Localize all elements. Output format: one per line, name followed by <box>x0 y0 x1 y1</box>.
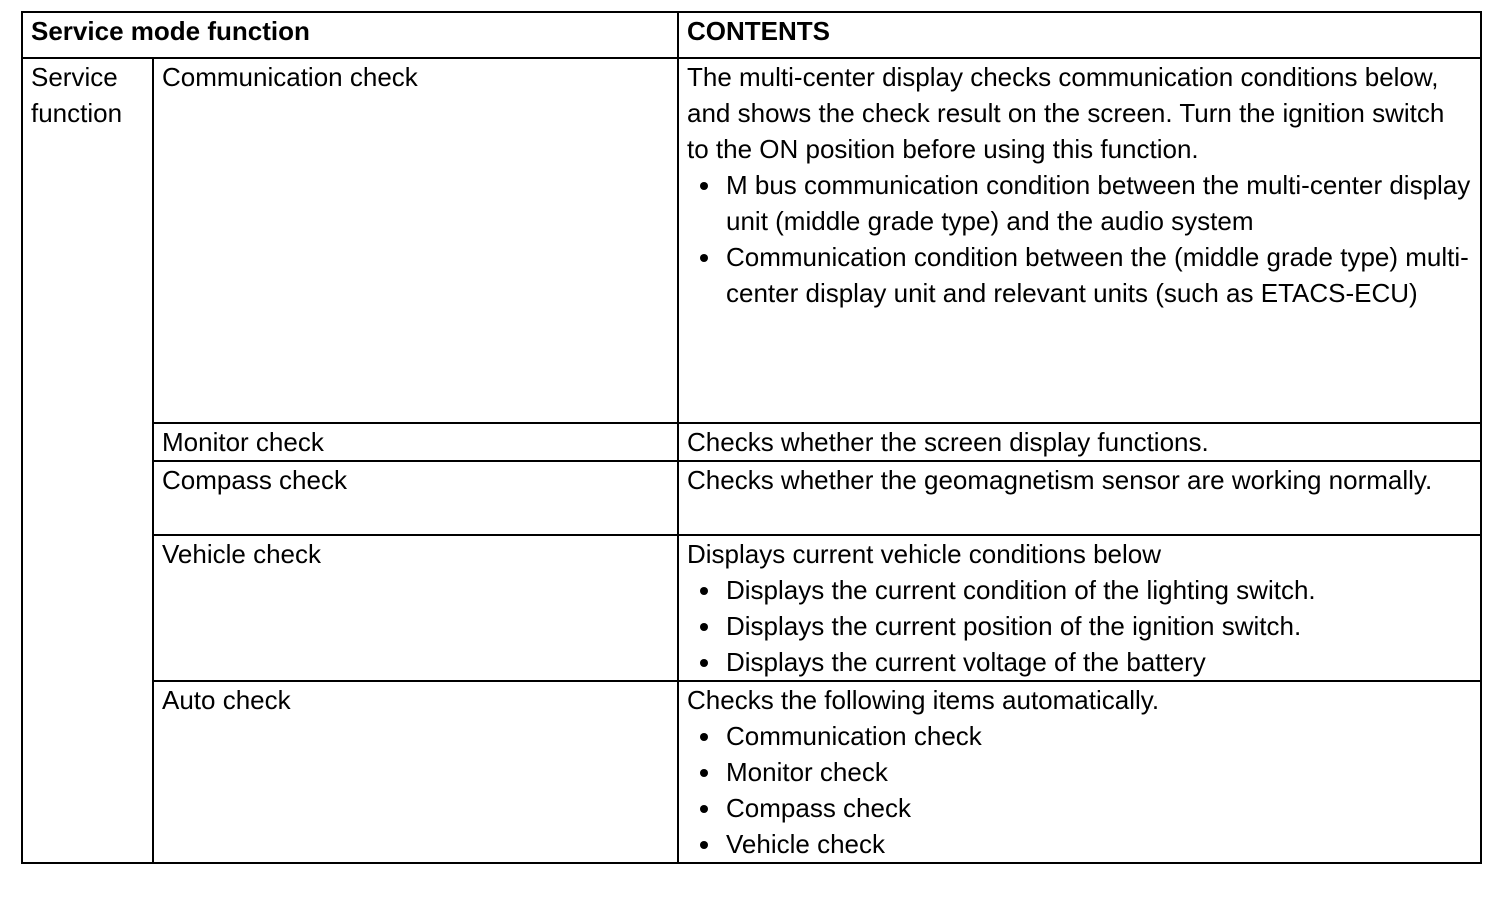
list-item: Displays the current position of the ign… <box>687 608 1472 644</box>
bullet-list: Displays the current condition of the li… <box>687 572 1472 680</box>
service-mode-table: Service mode function CONTENTS Service f… <box>21 11 1482 864</box>
function-name: Monitor check <box>152 422 679 462</box>
function-name: Compass check <box>152 460 679 536</box>
function-contents: Checks the following items automatically… <box>677 680 1482 864</box>
list-item: Displays the current condition of the li… <box>687 572 1472 608</box>
contents-intro: The multi-center display checks communic… <box>687 62 1445 164</box>
function-name: Vehicle check <box>152 534 679 682</box>
list-item: M bus communication condition between th… <box>687 167 1472 239</box>
list-item: Displays the current voltage of the batt… <box>687 644 1472 680</box>
list-item: Compass check <box>687 790 1472 826</box>
table-row: Monitor check Checks whether the screen … <box>22 422 1482 462</box>
list-item: Communication condition between the (mid… <box>687 239 1472 311</box>
table-header-row: Service mode function CONTENTS <box>21 11 1482 59</box>
function-name: Auto check <box>152 680 679 864</box>
bullet-list: Communication check Monitor check Compas… <box>687 718 1472 862</box>
table-row: Compass check Checks whether the geomagn… <box>22 460 1482 536</box>
function-name: Communication check <box>152 57 679 424</box>
function-contents: Displays current vehicle conditions belo… <box>677 534 1482 682</box>
contents-intro: Checks whether the screen display functi… <box>687 427 1209 457</box>
function-contents: The multi-center display checks communic… <box>677 57 1482 424</box>
category-cell: Service function <box>21 57 154 864</box>
table-row: Auto check Checks the following items au… <box>22 680 1482 864</box>
function-contents: Checks whether the screen display functi… <box>677 422 1482 462</box>
function-contents: Checks whether the geomagnetism sensor a… <box>677 460 1482 536</box>
list-item: Vehicle check <box>687 826 1472 862</box>
contents-intro: Displays current vehicle conditions belo… <box>687 539 1162 569</box>
table-row: Service function Communication check The… <box>21 57 1482 864</box>
contents-intro: Checks whether the geomagnetism sensor a… <box>687 465 1433 495</box>
list-item: Monitor check <box>687 754 1472 790</box>
header-contents: CONTENTS <box>677 11 1482 59</box>
table-row: Vehicle check Displays current vehicle c… <box>22 534 1482 682</box>
bullet-list: M bus communication condition between th… <box>687 167 1472 311</box>
list-item: Communication check <box>687 718 1472 754</box>
contents-intro: Checks the following items automatically… <box>687 685 1160 715</box>
header-service-mode-function: Service mode function <box>21 11 679 59</box>
